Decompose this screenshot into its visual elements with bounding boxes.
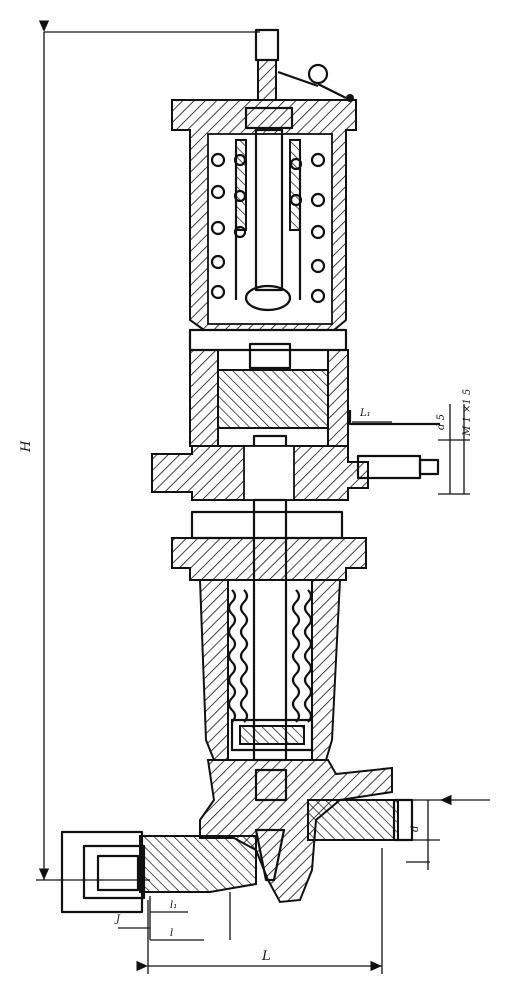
label-l1-side: L₁ — [359, 408, 371, 419]
middle-body — [151, 328, 369, 501]
label-d-inlet: d — [410, 826, 421, 832]
label-d5: d 5 — [436, 414, 447, 430]
label-l1-bottom: l₁ — [170, 900, 177, 911]
actuator-housing — [171, 99, 357, 331]
inlet-indicator: d — [406, 794, 490, 870]
stem-top — [254, 28, 354, 102]
label-thread: M 1 ×1 5 — [462, 389, 473, 437]
label-height: H — [19, 440, 34, 453]
actuator-spring — [210, 152, 326, 304]
valve-body — [60, 759, 414, 940]
height-dimension: H — [19, 20, 260, 881]
bellows-body — [198, 579, 342, 761]
side-port: L₁ d 5 M 1 ×1 5 — [348, 389, 473, 495]
label-length: L — [261, 949, 271, 964]
label-l-bottom: l — [170, 928, 173, 939]
label-j: J — [114, 914, 121, 925]
bottom-dimensions: J l₁ l L — [114, 848, 383, 974]
